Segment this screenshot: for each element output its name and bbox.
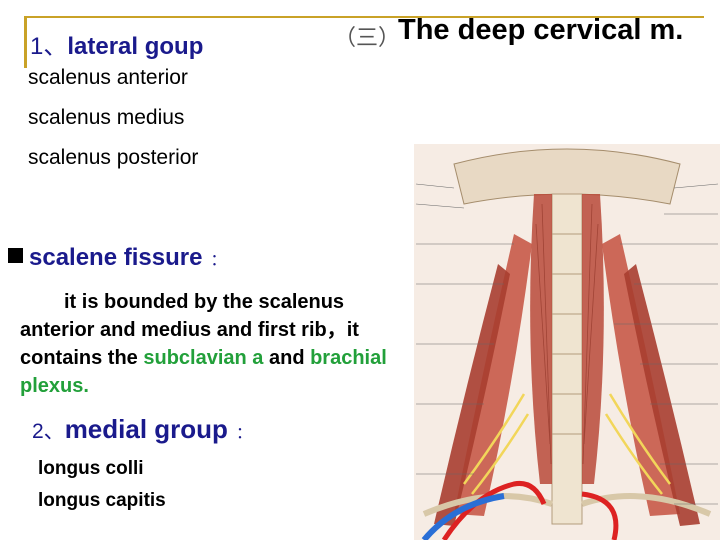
title-prefix: （三）: [334, 26, 401, 51]
medial-group-number: 2、: [32, 420, 65, 443]
medial-group-heading: 2、medial group ：: [32, 414, 252, 445]
scalene-fissure-label: scalene fissure: [29, 244, 203, 271]
lateral-item-1: scalenus anterior: [28, 66, 188, 89]
description-text-1: it is bounded by the scalenus anterior a…: [20, 291, 359, 369]
medial-item-2: longus capitis: [38, 490, 166, 511]
medial-group-label: medial group: [64, 414, 228, 444]
header-accent-line: [24, 16, 704, 18]
medial-item-1: longus colli: [38, 458, 144, 479]
description-text-2: and: [263, 347, 311, 369]
scalene-fissure-colon: ：: [210, 252, 227, 269]
slide-title: The deep cervical m.: [398, 14, 684, 46]
scalene-fissure-description: it is bounded by the scalenus anterior a…: [20, 288, 415, 400]
bullet-square-icon: [8, 248, 23, 263]
subclavian-artery-highlight: subclavian a: [143, 347, 264, 369]
brachial-plexus-highlight: brachial plexus.: [20, 347, 387, 397]
scalene-fissure-heading: scalene fissure ：: [8, 244, 226, 272]
lateral-item-2: scalenus medius: [28, 106, 185, 129]
lateral-group-heading: 1、lateral goup: [30, 26, 203, 61]
header-accent-bar: [24, 16, 27, 68]
medial-group-colon: ：: [235, 425, 252, 442]
lateral-group-number: 1、: [30, 33, 68, 60]
lateral-group-label: lateral goup: [67, 33, 204, 60]
lateral-item-3: scalenus posterior: [28, 146, 199, 169]
neck-muscle-anatomy-illustration: [414, 144, 720, 540]
